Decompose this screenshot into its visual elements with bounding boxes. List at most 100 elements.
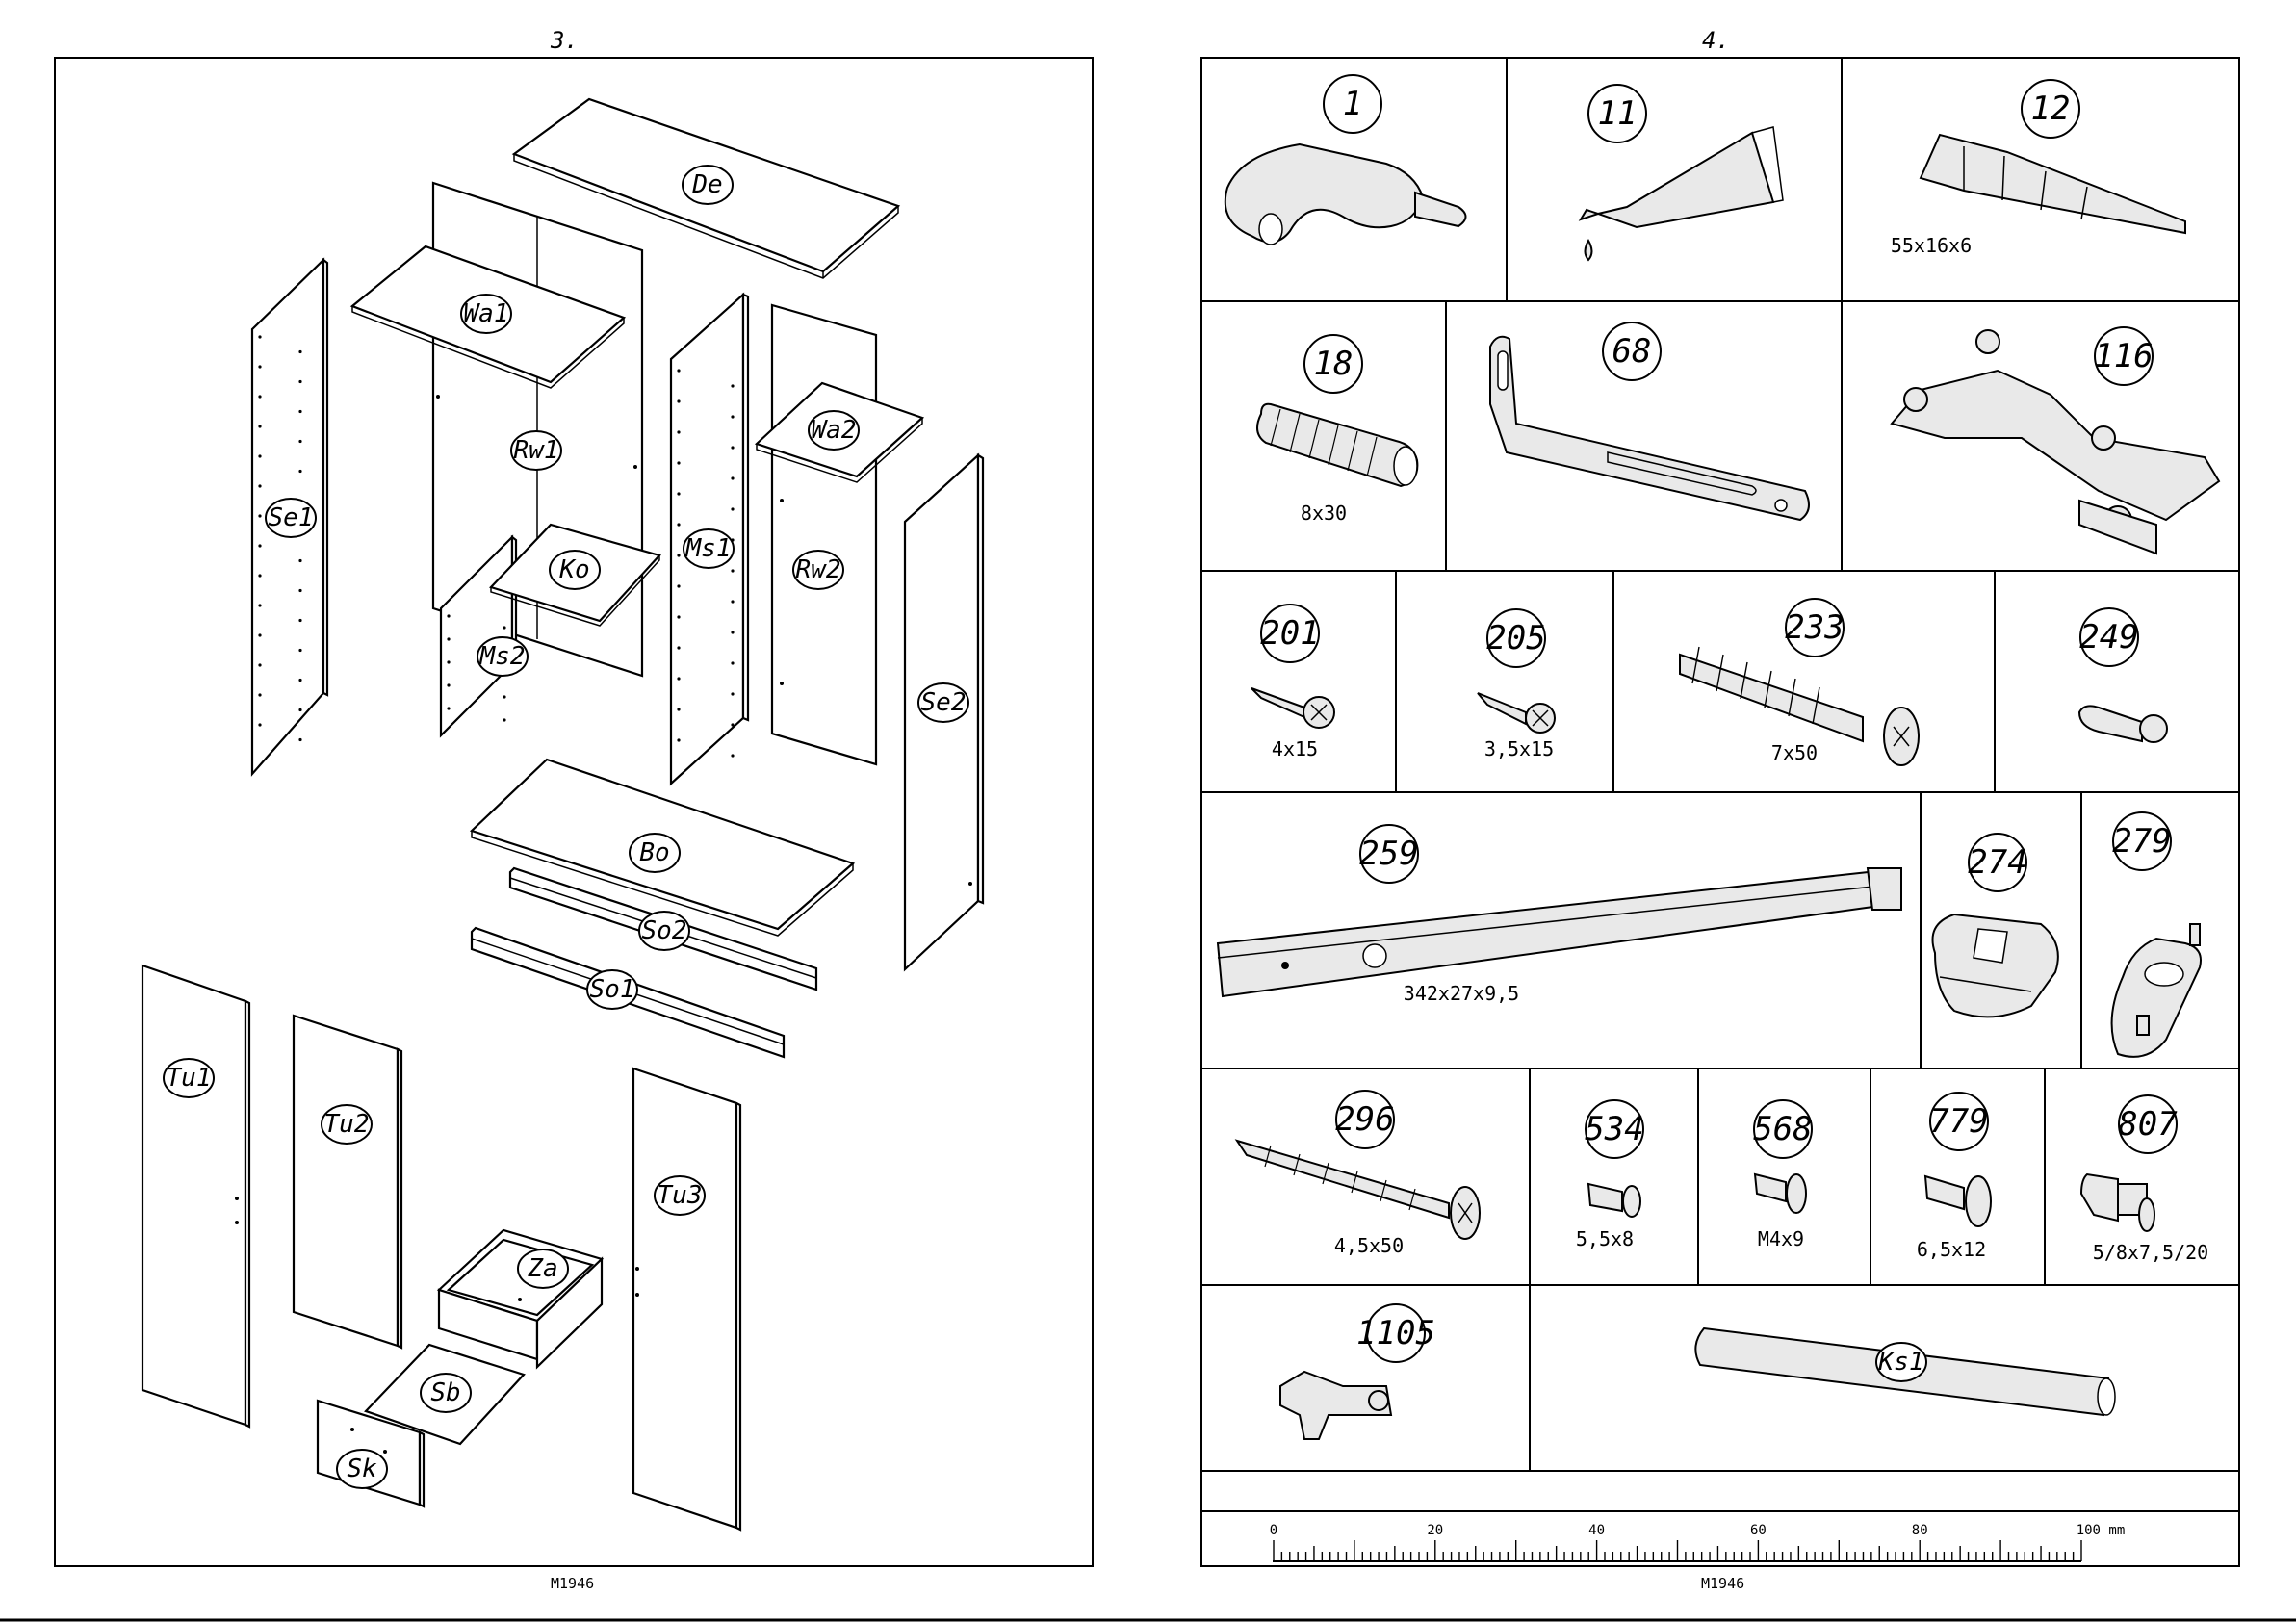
svg-text:Ms1: Ms1 — [685, 534, 732, 563]
part-number: 568 — [1753, 1110, 1812, 1148]
panel-label-rw1: Rw1 — [511, 431, 561, 470]
svg-text:Rw1: Rw1 — [514, 436, 559, 465]
part-number: Ks1 — [1878, 1348, 1924, 1377]
cam-bolt-icon — [2079, 706, 2167, 742]
part-number: 205 — [1486, 619, 1545, 657]
part-number: 249 — [2079, 618, 2138, 657]
hardware-item-201: 201 4x15 — [1260, 605, 1319, 760]
part-number: 116 — [2094, 337, 2153, 375]
part-dimension: 4x15 — [1272, 737, 1318, 760]
panel-tu1 — [142, 965, 249, 1427]
svg-text:Sb: Sb — [430, 1378, 460, 1407]
part-dimension: M4x9 — [1758, 1227, 1804, 1250]
part-number: 279 — [2112, 822, 2171, 861]
machine-screw-icon — [1755, 1174, 1806, 1213]
panel-label-se2: Se2 — [918, 683, 968, 722]
screw-779-icon — [1925, 1176, 1991, 1226]
part-dimension: 4,5x50 — [1334, 1234, 1404, 1257]
hardware-item-233: 233 7x50 — [1771, 599, 1845, 764]
hardware-item-279: 279 — [2112, 812, 2171, 870]
part-number: 201 — [1260, 614, 1319, 653]
shelf-pin-icon — [2081, 1174, 2154, 1231]
hardware-item-116: 116 — [2094, 327, 2153, 385]
panel-label-wa1: Wa1 — [461, 295, 511, 333]
panel-label-tu3: Tu3 — [655, 1176, 705, 1215]
hardware-item-249: 249 — [2079, 608, 2138, 666]
part-number: 12 — [2031, 90, 2071, 128]
panel-tu2 — [294, 1016, 401, 1348]
part-number: 1105 — [1356, 1314, 1435, 1352]
ruler-label: 40 — [1588, 1523, 1605, 1538]
part-number: 296 — [1335, 1100, 1394, 1139]
concealed-hinge-icon — [1892, 330, 2219, 554]
svg-text:Ko: Ko — [558, 555, 589, 584]
ruler-label: 100 mm — [2077, 1523, 2126, 1538]
panel-label-tu2: Tu2 — [322, 1105, 372, 1144]
panel-label-bo: Bo — [630, 834, 680, 872]
part-dimension: 55x16x6 — [1891, 234, 1972, 257]
svg-text:Za: Za — [527, 1254, 557, 1283]
rail-support-icon — [2112, 924, 2201, 1057]
part-dimension: 5,5x8 — [1576, 1227, 1634, 1250]
panel-label-sk: Sk — [337, 1450, 387, 1488]
part-number: 274 — [1968, 843, 2026, 882]
svg-text:Bo: Bo — [639, 838, 669, 867]
panel-label-de: De — [683, 166, 733, 204]
part-dimension: 7x50 — [1771, 741, 1818, 764]
shelf-support-clip-icon — [1225, 144, 1466, 245]
hardware-grid — [1201, 58, 2239, 1511]
screw-201-icon — [1251, 688, 1334, 728]
panel-label-wa2: Wa2 — [809, 411, 859, 450]
wedge-strip-icon — [1921, 135, 2185, 233]
part-number: 534 — [1585, 1110, 1643, 1148]
hardware-item-205: 205 3,5x15 — [1484, 609, 1554, 760]
hardware-item-534: 534 5,5x8 — [1576, 1100, 1644, 1250]
svg-text:Sk: Sk — [347, 1455, 377, 1483]
drawer-runner-icon — [1218, 868, 1901, 996]
panel-label-so1: So1 — [587, 970, 637, 1009]
svg-text:Rw2: Rw2 — [796, 555, 841, 584]
part-dimension: 3,5x15 — [1484, 737, 1554, 760]
svg-text:Wa2: Wa2 — [812, 416, 857, 445]
svg-text:De: De — [691, 170, 722, 199]
hardware-item-274: 274 — [1968, 834, 2026, 891]
ruler-label: 0 — [1270, 1523, 1277, 1538]
part-dimension: 342x27x9,5 — [1404, 982, 1519, 1005]
wood-dowel-icon — [1257, 404, 1417, 486]
svg-text:Se1: Se1 — [269, 503, 314, 532]
panel-label-ms2: Ms2 — [477, 637, 528, 676]
hardware-item-ks1: Ks1 — [1876, 1343, 1926, 1381]
panel-label-za: Za — [518, 1249, 568, 1288]
part-number: 807 — [2118, 1105, 2178, 1144]
svg-text:Tu2: Tu2 — [324, 1110, 370, 1139]
part-dimension: 6,5x12 — [1917, 1238, 1986, 1261]
hardware-item-1105: 1105 — [1356, 1304, 1435, 1362]
svg-text:So1: So1 — [590, 975, 635, 1004]
ruler-label: 60 — [1750, 1523, 1767, 1538]
panel-label-se1: Se1 — [266, 499, 316, 537]
panel-label-sb: Sb — [421, 1374, 471, 1412]
panel-label-tu1: Tu1 — [164, 1059, 214, 1097]
long-screw-icon — [1237, 1141, 1480, 1239]
short-screw-534-icon — [1588, 1184, 1640, 1217]
rail-holder-icon — [1280, 1372, 1391, 1439]
glue-tube-icon — [1581, 127, 1783, 260]
exploded-assembly: DeWa1Rw1Se1Ms1Wa2Rw2KoMs2Se2BoSo2So1Tu1T… — [142, 99, 983, 1530]
part-number: 233 — [1785, 608, 1844, 647]
part-number: 1 — [1343, 85, 1362, 123]
cam-lock-icon — [1933, 914, 2058, 1017]
part-number: 259 — [1359, 835, 1418, 873]
svg-text:Tu1: Tu1 — [167, 1064, 212, 1093]
part-number: 68 — [1612, 332, 1652, 371]
hardware-item-68: 68 — [1603, 322, 1661, 380]
hardware-item-11: 11 — [1588, 85, 1646, 142]
part-dimension: 5/8x7,5/20 — [2093, 1241, 2208, 1264]
svg-text:Ms2: Ms2 — [479, 642, 526, 671]
part-dimension: 8x30 — [1301, 502, 1347, 525]
screw-205-icon — [1478, 693, 1555, 733]
panel-label-rw2: Rw2 — [793, 551, 843, 589]
svg-text:Wa1: Wa1 — [464, 299, 509, 328]
hardware-item-1: 1 — [1324, 75, 1381, 133]
